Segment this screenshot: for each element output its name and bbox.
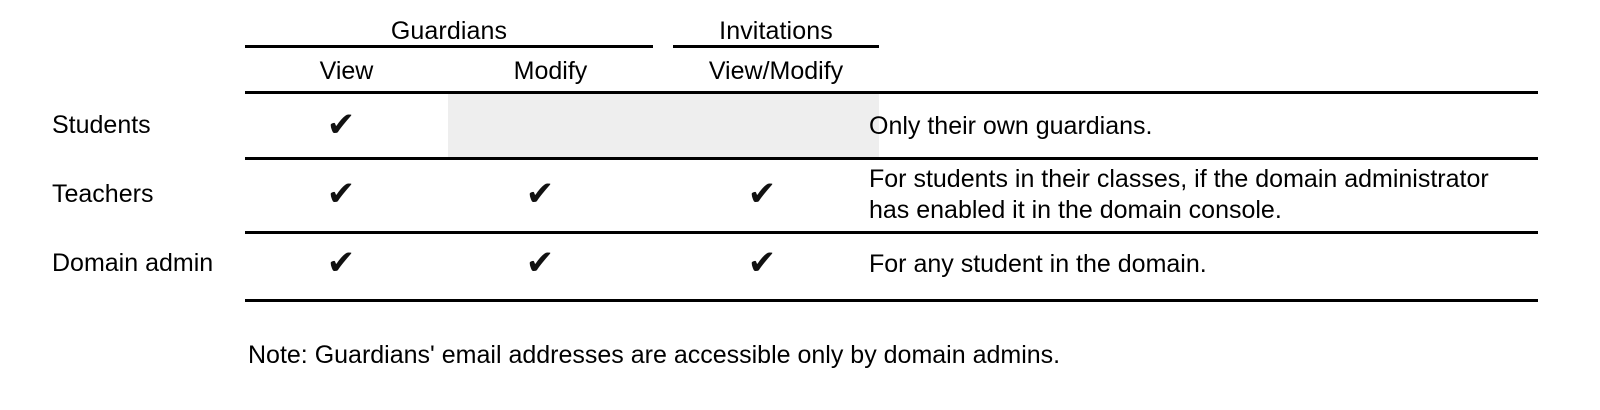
disabled-cell-students-modify-invitations bbox=[448, 94, 879, 158]
header-bottom-rule bbox=[245, 91, 1538, 94]
check-icon-domain-admin-invitations-view-modify: ✔ bbox=[747, 243, 777, 283]
table-bottom-rule bbox=[245, 299, 1538, 302]
check-icon-teachers-guardians-modify: ✔ bbox=[525, 174, 555, 214]
check-icon-teachers-invitations-view-modify: ✔ bbox=[747, 174, 777, 214]
check-icon-teachers-guardians-view: ✔ bbox=[326, 174, 356, 214]
column-group-header-guardians: Guardians bbox=[390, 17, 508, 45]
row-label-students: Students bbox=[52, 111, 151, 139]
row-note-teachers-line1: For students in their classes, if the do… bbox=[869, 165, 1489, 193]
row-note-domain-admin-line1: For any student in the domain. bbox=[869, 250, 1207, 278]
row-note-students-line1: Only their own guardians. bbox=[869, 112, 1153, 140]
check-icon-domain-admin-guardians-modify: ✔ bbox=[525, 243, 555, 283]
column-header-guardians-view: View bbox=[319, 57, 374, 85]
row-note-teachers-line2: has enabled it in the domain console. bbox=[869, 196, 1282, 224]
column-header-invitations-view-modify: View/Modify bbox=[708, 57, 844, 85]
row-label-teachers: Teachers bbox=[52, 180, 154, 208]
check-icon-students-guardians-view: ✔ bbox=[326, 105, 356, 145]
group-rule-invitations bbox=[673, 45, 879, 48]
row-rule-after-teachers bbox=[245, 231, 1538, 234]
column-group-header-invitations: Invitations bbox=[719, 17, 833, 45]
footnote-text: Note: Guardians' email addresses are acc… bbox=[248, 341, 1061, 369]
group-rule-guardians bbox=[245, 45, 653, 48]
row-rule-after-students bbox=[245, 157, 1538, 160]
check-icon-domain-admin-guardians-view: ✔ bbox=[326, 243, 356, 283]
column-header-guardians-modify: Modify bbox=[513, 57, 588, 85]
row-label-domain-admin: Domain admin bbox=[52, 249, 214, 277]
